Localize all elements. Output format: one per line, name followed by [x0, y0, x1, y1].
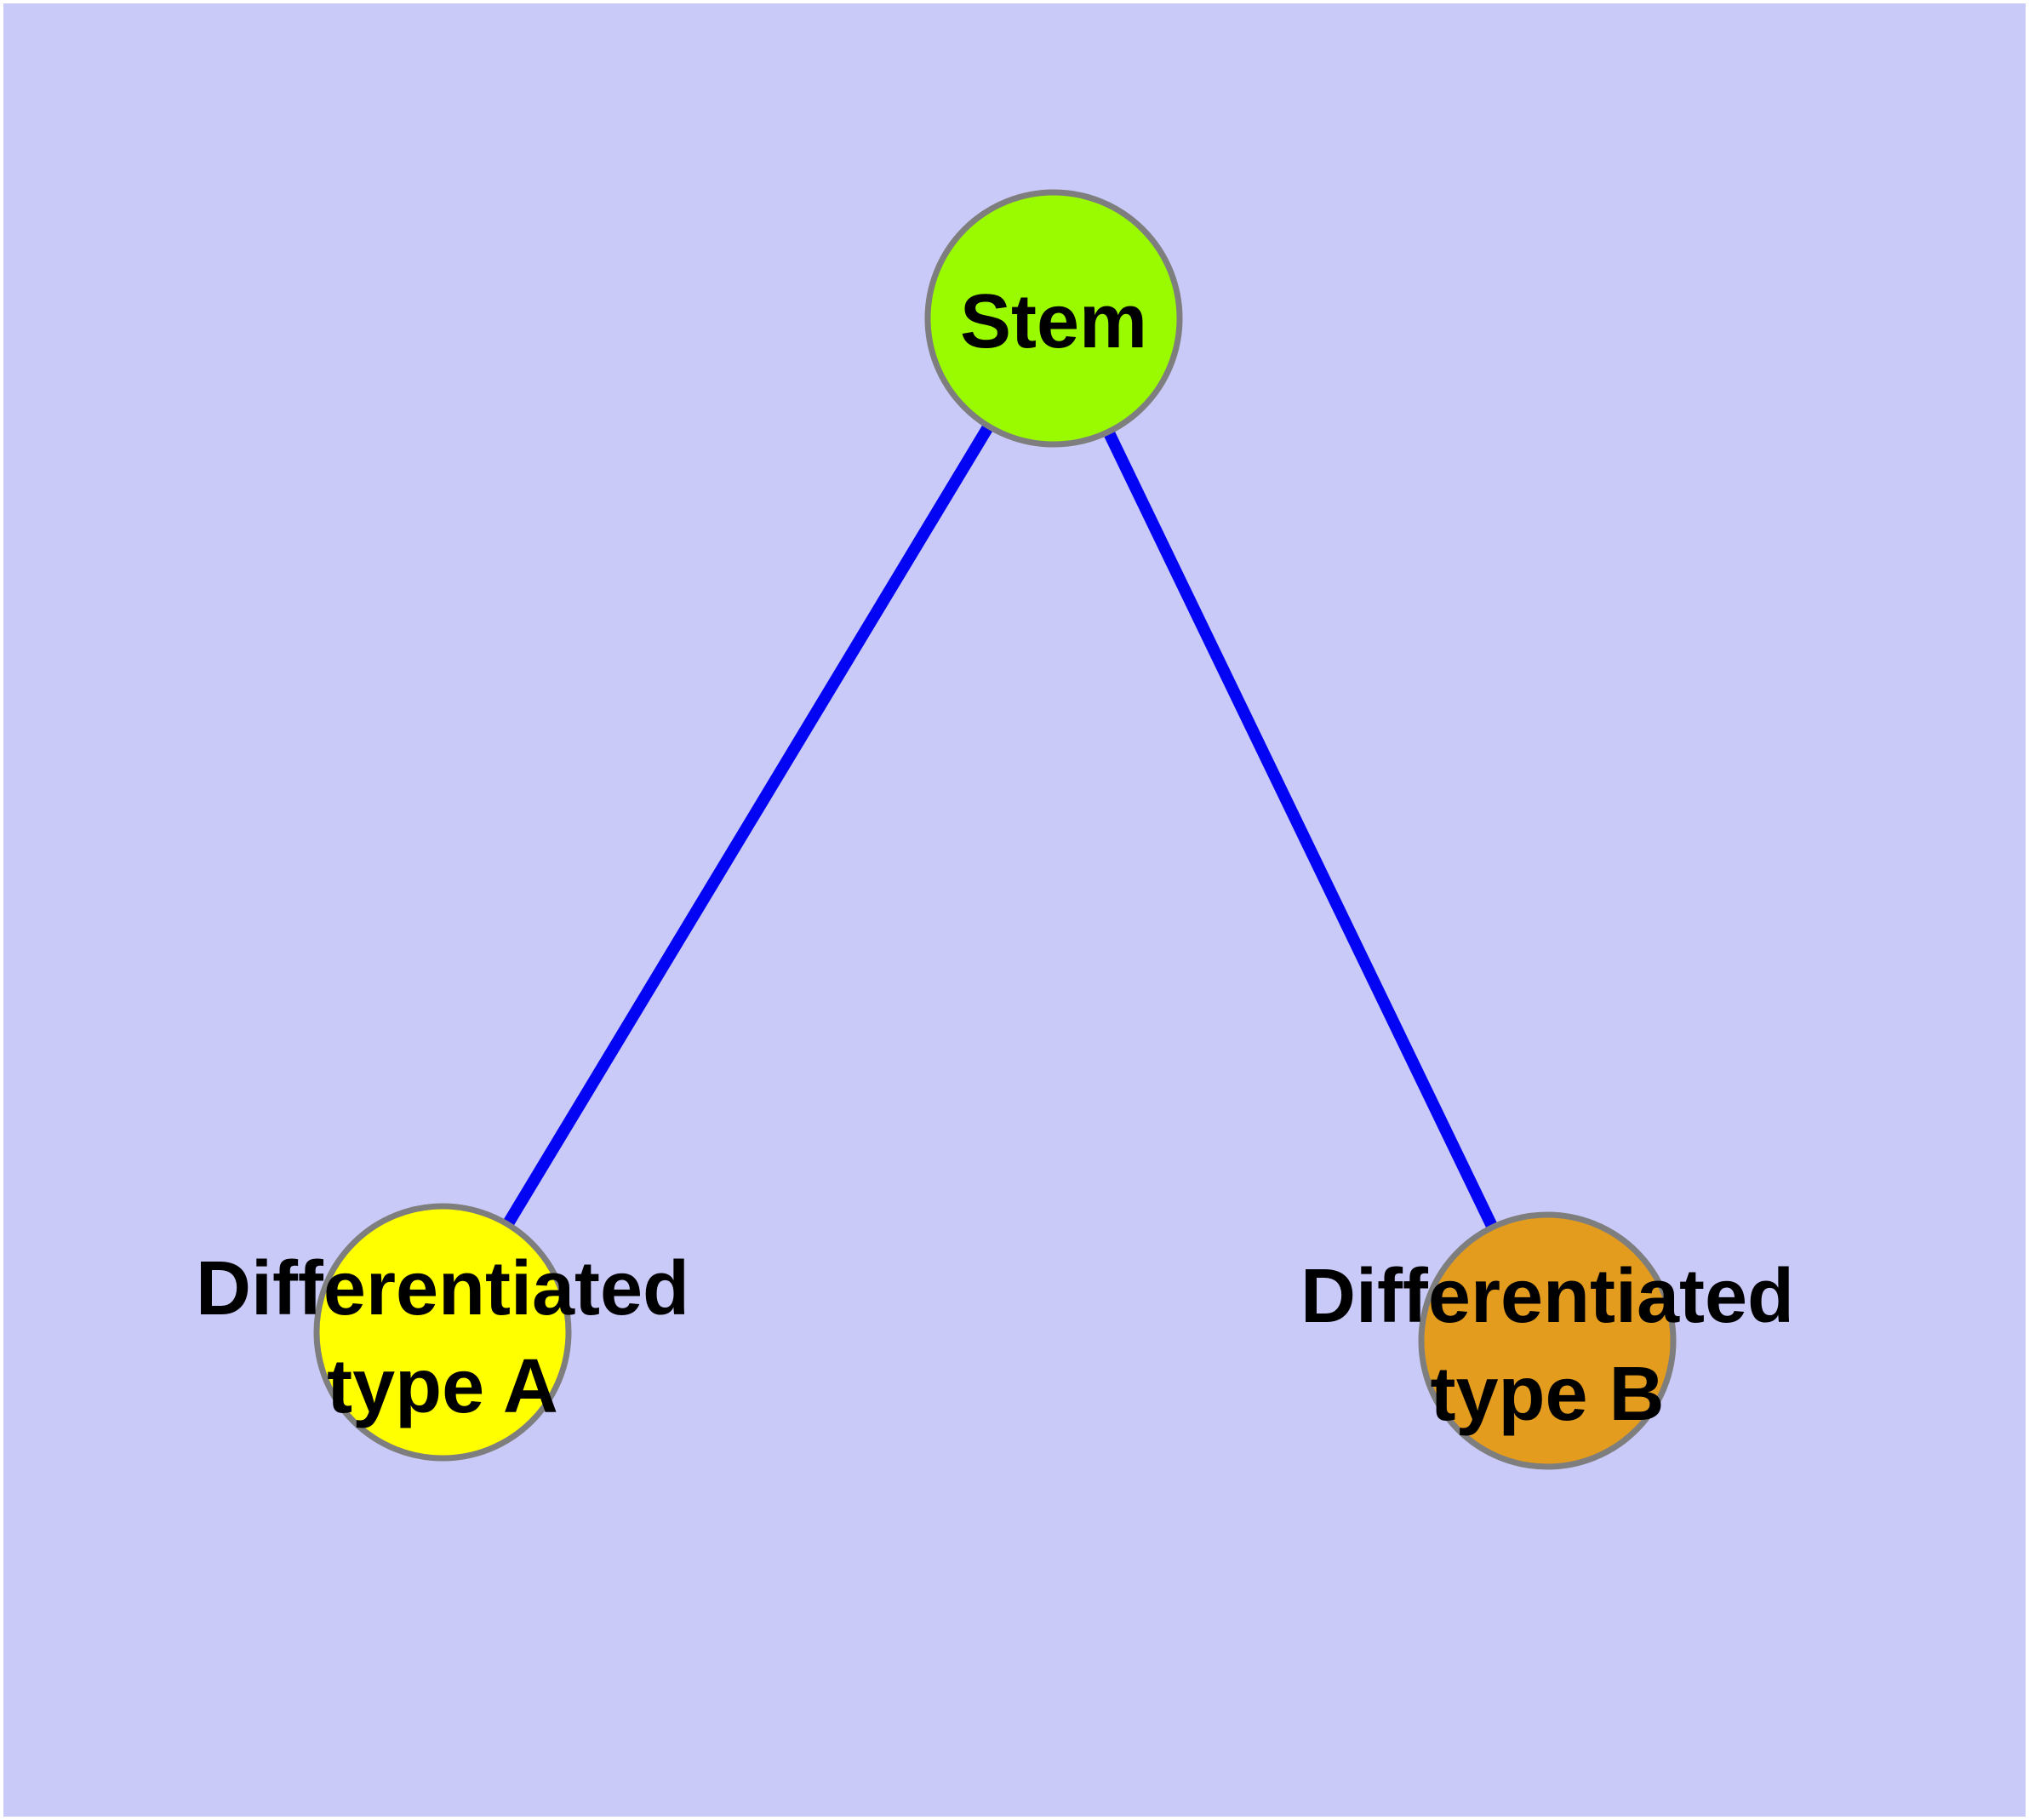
- node-stem: Stem: [924, 189, 1183, 448]
- node-differentiated-type-a-label-line2: type A: [327, 1344, 558, 1429]
- node-differentiated-type-a: Differentiated type A: [196, 1203, 689, 1462]
- node-differentiated-type-b: Differentiated type B: [1300, 1211, 1794, 1470]
- node-differentiated-type-b-label-line2: type B: [1430, 1352, 1664, 1437]
- edge-stem-to-differentiated-type-b: [1048, 315, 1553, 1344]
- node-stem-circle: [924, 189, 1183, 448]
- edge-stem-to-differentiated-type-a: [437, 315, 1059, 1336]
- edge-group: [437, 315, 1553, 1344]
- node-differentiated-type-a-circle: [313, 1203, 572, 1462]
- node-differentiated-type-b-label-line1: Differentiated: [1300, 1254, 1794, 1339]
- node-stem-label: Stem: [960, 279, 1147, 364]
- node-differentiated-type-b-circle: [1418, 1211, 1677, 1470]
- node-differentiated-type-a-label-line1: Differentiated: [196, 1246, 689, 1331]
